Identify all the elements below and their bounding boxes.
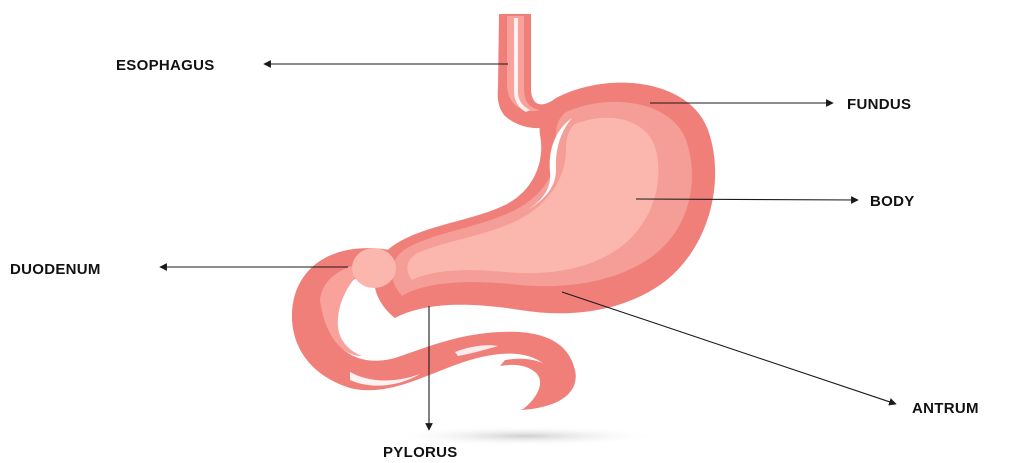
antrum-leader	[562, 292, 896, 404]
stomach-illustration	[292, 14, 715, 410]
antrum-label: ANTRUM	[912, 400, 979, 417]
duodenum-label: DUODENUM	[10, 261, 101, 278]
pylorus-label: PYLORUS	[383, 444, 458, 461]
fundus-label: FUNDUS	[847, 96, 911, 113]
ground-shadow	[390, 426, 660, 446]
esophagus-label: ESOPHAGUS	[116, 57, 215, 74]
body-label: BODY	[870, 193, 915, 210]
pyloric-bulb	[352, 248, 396, 288]
